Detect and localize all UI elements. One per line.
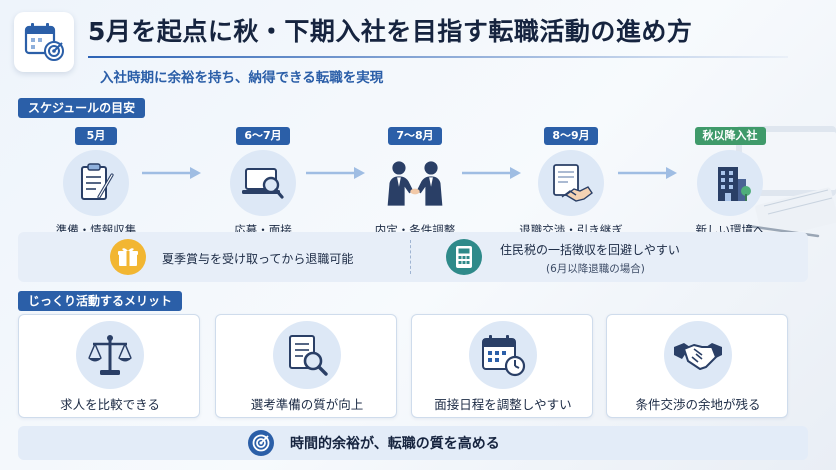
calendar-clock-icon bbox=[482, 335, 526, 377]
target-icon bbox=[252, 434, 270, 452]
info-divider bbox=[410, 240, 411, 274]
schedule-step-2: 6〜7月 応募・面接 bbox=[203, 124, 323, 238]
office-building-icon bbox=[718, 167, 751, 201]
merit-icon-circle bbox=[469, 321, 537, 389]
schedule-step-3: 7〜8月 内定・条件調整 bbox=[355, 124, 475, 238]
step-icon-area bbox=[382, 150, 448, 216]
step-period: 秋以降入社 bbox=[694, 127, 766, 145]
gift-icon-circle bbox=[110, 239, 146, 275]
footer-message: 時間的余裕が、転職の質を高める bbox=[290, 436, 500, 452]
laptop-search-icon bbox=[242, 168, 284, 199]
footer-band bbox=[18, 426, 808, 460]
merits-section-label: じっくり活動するメリット bbox=[18, 291, 183, 311]
step-period: 7〜8月 bbox=[388, 127, 442, 145]
title-underline bbox=[88, 56, 788, 58]
info-tax-text: 住民税の一括徴収を回避しやすい bbox=[500, 243, 680, 257]
footer-icon-circle bbox=[248, 430, 274, 456]
merit-label: 選考準備の質が向上 bbox=[250, 397, 364, 412]
merit-card-4: 条件交渉の余地が残る bbox=[606, 314, 788, 418]
page-title: 5月を起点に秋・下期入社を目指す転職活動の進め方 bbox=[88, 17, 693, 46]
document-search-icon bbox=[289, 335, 328, 376]
logo-box bbox=[14, 12, 74, 72]
merit-label: 条件交渉の余地が残る bbox=[635, 397, 761, 412]
schedule-step-5: 秋以降入社 新しい環境へ bbox=[670, 124, 790, 238]
schedule-step-4: 8〜9月 退職交渉・引き継ぎ bbox=[511, 124, 631, 238]
merit-icon-circle bbox=[273, 321, 341, 389]
clipboard-pen-icon bbox=[81, 163, 114, 200]
merit-card-1: 求人を比較できる bbox=[18, 314, 200, 418]
step-period: 5月 bbox=[75, 127, 117, 145]
page-subtitle: 入社時期に余裕を持ち、納得できる転職を実現 bbox=[100, 70, 384, 86]
merit-card-2: 選考準備の質が向上 bbox=[215, 314, 397, 418]
merit-card-3: 面接日程を調整しやすい bbox=[411, 314, 593, 418]
info-tax-subtext: (6月以降退職の場合) bbox=[546, 263, 645, 275]
step-icon-circle bbox=[63, 150, 129, 216]
scale-icon bbox=[88, 335, 132, 375]
handshake-people-icon bbox=[387, 161, 443, 206]
info-bonus-text: 夏季賞与を受け取ってから退職可能 bbox=[162, 252, 354, 266]
document-handshake-icon bbox=[553, 164, 593, 202]
schedule-step-1: 5月 準備・情報収集 bbox=[36, 124, 156, 238]
step-icon-circle bbox=[230, 150, 296, 216]
merit-label: 面接日程を調整しやすい bbox=[434, 397, 572, 412]
calculator-icon-circle bbox=[446, 239, 482, 275]
handshake-icon bbox=[674, 343, 722, 370]
arrow-right-icon bbox=[618, 167, 677, 179]
gift-icon bbox=[118, 248, 138, 266]
merit-icon-circle bbox=[76, 321, 144, 389]
step-period: 6〜7月 bbox=[236, 127, 290, 145]
calculator-icon bbox=[456, 246, 472, 268]
calendar-target-icon bbox=[24, 23, 64, 61]
step-icon-circle bbox=[697, 150, 763, 216]
info-band bbox=[18, 232, 808, 282]
merit-icon-circle bbox=[664, 321, 732, 389]
arrow-right-icon bbox=[306, 167, 365, 179]
step-icon-circle bbox=[538, 150, 604, 216]
step-period: 8〜9月 bbox=[544, 127, 598, 145]
schedule-section-label: スケジュールの目安 bbox=[18, 98, 146, 118]
arrow-right-icon bbox=[462, 167, 521, 179]
arrow-right-icon bbox=[142, 167, 201, 179]
merit-label: 求人を比較できる bbox=[60, 397, 160, 412]
